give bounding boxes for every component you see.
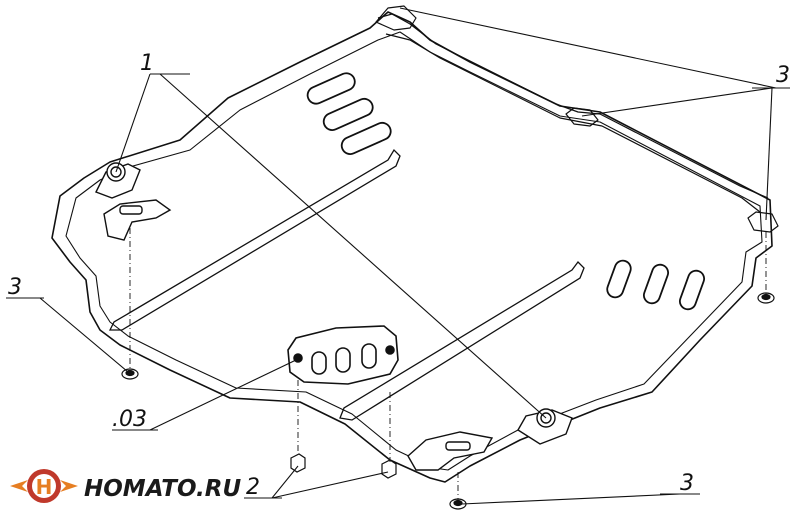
callout-part-03: .03 (112, 407, 147, 432)
rib-right (339, 261, 585, 421)
vent-slot (678, 269, 706, 311)
callout-part-2: 2 (246, 475, 260, 500)
nut-right-inner (761, 293, 771, 301)
center-lines (129, 228, 767, 502)
callout-part-3-left: 3 (8, 275, 22, 300)
inspection-cover-plate (287, 325, 399, 385)
bolt-right (381, 459, 397, 479)
logo-letter-h: H (36, 475, 53, 499)
logo-ring-inner (32, 474, 56, 498)
logo-text: HOMATO.RU (84, 476, 241, 502)
vent-slot (322, 97, 374, 131)
callout-part-1: 1 (140, 51, 154, 76)
leader-lines (6, 7, 790, 505)
bracket-bottom-center (407, 431, 494, 471)
skid-plate-inner-edge (65, 31, 763, 471)
flange-tab-middle (565, 107, 599, 127)
rib-left (108, 148, 401, 331)
callout-part-3-bottom: 3 (680, 471, 694, 496)
cover-bolt (385, 345, 395, 355)
vent-slot (642, 263, 670, 305)
vent-slot (606, 259, 632, 299)
bracket-bottom-right (517, 408, 573, 445)
logo-wing-right (60, 480, 78, 492)
callout-part-3-top-right: 3 (776, 63, 790, 88)
bolt-left (290, 453, 306, 473)
top-flange (377, 13, 769, 213)
stiffening-ribs (108, 148, 585, 421)
vent-slot (340, 121, 392, 155)
skid-plate (51, 5, 779, 483)
vent-slot (306, 72, 356, 105)
skid-plate-outline (51, 11, 773, 483)
brand-logo: H HOMATO.RU (10, 469, 241, 503)
logo-wing-left (10, 480, 28, 492)
vent-slots-top (306, 72, 392, 155)
vent-slots-right (606, 259, 706, 311)
flange-tab-top (375, 5, 417, 31)
flange-tab-right (747, 211, 779, 233)
bracket-top-left (95, 162, 172, 241)
cover-slot (311, 351, 327, 375)
cover-slot (335, 347, 351, 373)
fasteners (121, 292, 775, 510)
cover-slot (361, 343, 377, 369)
inspection-cover (287, 325, 399, 385)
